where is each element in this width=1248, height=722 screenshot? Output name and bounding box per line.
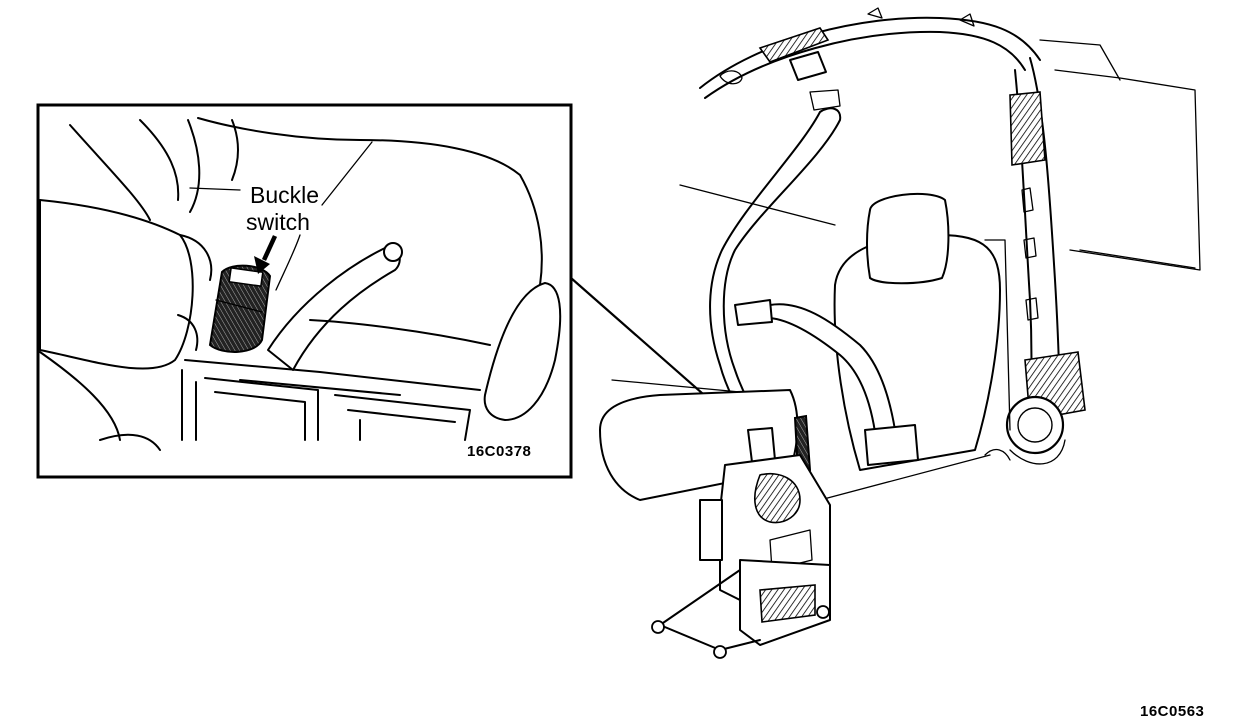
- inset-seat-top: [197, 117, 543, 286]
- inset-left-bolster: [39, 199, 194, 370]
- inset-buckle-body: [208, 264, 272, 353]
- inset-left-seat-edge: [39, 351, 121, 441]
- floor-line-3: [819, 454, 991, 501]
- rear-window-sill: [1079, 249, 1196, 269]
- inset-console-box-1: [204, 377, 319, 441]
- pillar-clip-2: [1023, 237, 1037, 259]
- inset-bolster-tip: [179, 234, 213, 281]
- inset-figure-code: 16C0378: [467, 443, 531, 460]
- tongue-plate: [734, 299, 773, 326]
- pillar-clip-1: [1021, 187, 1034, 213]
- seat-rail-base: [659, 624, 721, 651]
- buckle-switch-label-line1: Buckle: [250, 182, 319, 208]
- roof-rail-lower: [704, 30, 1026, 99]
- roof-clip-left: [719, 70, 743, 85]
- mechanism-bracket: [769, 529, 813, 571]
- inset-buckle-slot: [228, 266, 264, 288]
- inset-leader-down: [275, 234, 301, 291]
- inset-left-seat-base: [99, 433, 161, 451]
- roof-trim-1: [758, 27, 830, 63]
- seat-side-frame: [984, 239, 1011, 431]
- inset-console-box-2: [334, 394, 471, 441]
- retractor-base: [1009, 439, 1066, 465]
- mechanism-motor: [754, 473, 801, 524]
- floor-line-2: [611, 379, 741, 393]
- retractor-spool-inner: [1017, 407, 1053, 443]
- shoulder-anchor-plate: [809, 89, 841, 111]
- inset-right-bolster: [483, 282, 562, 421]
- pillar-trim: [1009, 91, 1046, 166]
- inset-console-top: [184, 359, 481, 391]
- main-buckle: [747, 427, 776, 463]
- seat-headrest: [866, 193, 950, 285]
- floor-line-1: [679, 184, 836, 226]
- inset-bolster-lower: [177, 314, 199, 351]
- rail-bolt-1: [651, 620, 665, 634]
- main-illustration: [599, 7, 1201, 659]
- main-figure-code: 16C0563: [1140, 703, 1204, 720]
- inset-console-rear: [309, 319, 491, 346]
- rail-bolt-2: [713, 645, 727, 659]
- seat-rail-slot: [759, 584, 816, 623]
- inset-detail: Buckle switch 16C0378: [36, 103, 573, 479]
- inset-console-left-wall: [181, 369, 197, 441]
- seat-rail-front: [719, 639, 761, 651]
- inset-left-fold-2: [139, 119, 180, 201]
- buckle-switch-label-line2: switch: [246, 209, 310, 235]
- inset-fold-3: [231, 119, 239, 181]
- roof-clip-1: [867, 7, 883, 19]
- inset-console-box-1-inner: [214, 391, 306, 441]
- inset-seat-back-edge: [187, 119, 201, 213]
- roof-clip-2: [959, 13, 975, 27]
- retractor-wire: [984, 448, 1011, 461]
- inset-console-box-2-inner: [347, 409, 456, 423]
- seat-rail-left: [659, 569, 741, 626]
- roof-rail-upper: [699, 16, 1041, 89]
- shoulder-anchor-cover: [789, 51, 827, 81]
- pillar-clip-3: [1025, 297, 1039, 321]
- inset-console-edge: [239, 379, 401, 396]
- inset-left-fold: [69, 124, 151, 221]
- mechanism-side-plate: [699, 499, 723, 561]
- roof-outline-right: [1039, 39, 1121, 81]
- inset-leader-left: [189, 187, 241, 191]
- inset-buckle-seam: [215, 299, 263, 313]
- retractor-spool: [1005, 395, 1065, 455]
- inset-leader-right: [321, 141, 373, 206]
- rear-window-frame: [1054, 69, 1201, 271]
- arrow-down-icon: [254, 235, 278, 274]
- inset-brake-knob: [383, 242, 403, 262]
- rail-bolt-3: [816, 605, 830, 619]
- outer-lap-anchor: [864, 424, 919, 466]
